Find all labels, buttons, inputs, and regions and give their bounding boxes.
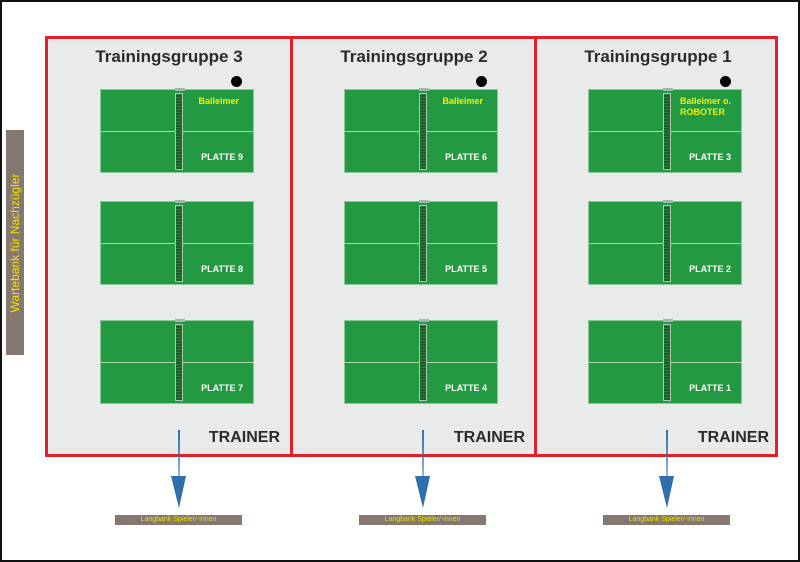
plate-label: PLATTE 6: [445, 152, 487, 162]
training-group-2: Trainingsgruppe 2 Balleimer PLATTE 6 PLA…: [293, 39, 535, 454]
net-icon: [419, 93, 427, 170]
training-group-3: Trainingsgruppe 3 Balleimer PLATTE 9 PLA…: [48, 39, 290, 454]
net-post: [175, 319, 185, 322]
group-divider: [290, 36, 293, 457]
arrow-down-icon: [415, 430, 430, 508]
player-bench: Langbank Spieler/-innen: [115, 515, 242, 525]
arrow-down-icon: [171, 430, 186, 508]
ball-bucket-label: Balleimer: [198, 96, 239, 106]
plate-label: PLATTE 2: [689, 264, 731, 274]
net-post: [419, 88, 429, 91]
table-plate-7: PLATTE 7: [100, 319, 254, 404]
plate-label: PLATTE 4: [445, 383, 487, 393]
plate-label: PLATTE 5: [445, 264, 487, 274]
net-post: [419, 200, 429, 203]
net-post: [663, 88, 673, 91]
table-plate-2: PLATTE 2: [588, 200, 742, 285]
table-plate-1: PLATTE 1: [588, 319, 742, 404]
table-plate-6: Balleimer PLATTE 6: [344, 88, 498, 173]
plate-label: PLATTE 9: [201, 152, 243, 162]
plate-label: PLATTE 8: [201, 264, 243, 274]
arrow-down-icon: [659, 430, 674, 508]
net-post: [419, 319, 429, 322]
net-post: [175, 88, 185, 91]
group-title: Trainingsgruppe 1: [584, 47, 732, 66]
player-bench: Langbank Spieler/-innen: [359, 515, 486, 525]
net-icon: [663, 324, 671, 401]
table-plate-9: Balleimer PLATTE 9: [100, 88, 254, 173]
table-plate-5: PLATTE 5: [344, 200, 498, 285]
player-bench: Langbank Spieler/-innen: [603, 515, 730, 525]
ball-bucket-robot-label: Balleimer o. ROBOTER: [680, 96, 731, 118]
group-title: Trainingsgruppe 3: [95, 47, 243, 66]
net-icon: [175, 324, 183, 401]
group-divider: [534, 36, 537, 457]
net-post: [175, 200, 185, 203]
net-icon: [419, 324, 427, 401]
trainer-label: TRAINER: [697, 429, 769, 446]
waiting-bench-label: Wartebank für Nachzügler: [8, 173, 22, 312]
table-plate-3: Balleimer o. ROBOTER PLATTE 3: [588, 88, 742, 173]
training-group-1: Trainingsgruppe 1 Balleimer o. ROBOTER P…: [537, 39, 779, 454]
ball-bucket-label: Balleimer: [442, 96, 483, 106]
plate-label: PLATTE 1: [689, 383, 731, 393]
ball-bucket-icon: [720, 76, 731, 87]
robot-label: ROBOTER: [679, 107, 725, 117]
plate-label: PLATTE 7: [201, 383, 243, 393]
net-icon: [175, 205, 183, 282]
waiting-bench: Wartebank für Nachzügler: [6, 130, 24, 355]
net-icon: [663, 93, 671, 170]
ball-bucket-icon: [231, 76, 242, 87]
group-title: Trainingsgruppe 2: [340, 47, 488, 66]
plate-label: PLATTE 3: [689, 152, 731, 162]
ball-bucket-icon: [476, 76, 487, 87]
trainer-label: TRAINER: [453, 429, 525, 446]
table-plate-4: PLATTE 4: [344, 319, 498, 404]
net-icon: [663, 205, 671, 282]
ball-bucket-label: Balleimer o.: [679, 96, 731, 106]
net-post: [663, 200, 673, 203]
trainer-label: TRAINER: [208, 429, 280, 446]
net-icon: [419, 205, 427, 282]
net-post: [663, 319, 673, 322]
table-plate-8: PLATTE 8: [100, 200, 254, 285]
net-icon: [175, 93, 183, 170]
